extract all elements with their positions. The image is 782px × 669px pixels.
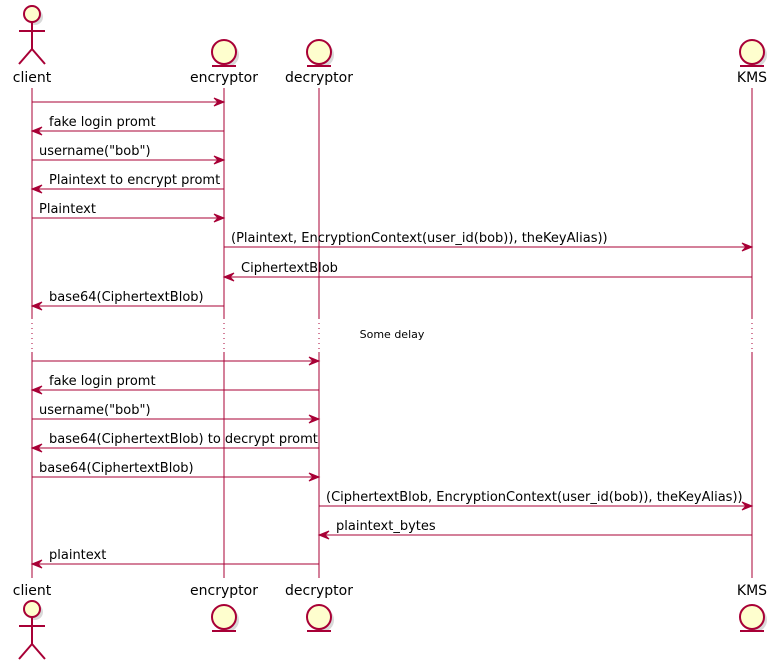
message-12: base64(CiphertextBlob) to decrypt promt (30, 432, 319, 453)
message-label: CiphertextBlob (241, 261, 338, 276)
message-15: plaintext_bytes (317, 519, 752, 540)
entity-circle-icon (211, 604, 237, 630)
message-label: Plaintext (39, 202, 96, 217)
entity-circle-icon (306, 39, 332, 65)
arrowhead-icon (30, 126, 43, 136)
delay-label: Some delay (360, 328, 425, 341)
message-9 (32, 356, 321, 366)
message-label: fake login promt (49, 374, 156, 389)
participants-top: client encryptor decryptor KMS (13, 5, 767, 86)
participant-encryptor-bottom: encryptor (190, 583, 258, 632)
arrowhead-icon (308, 414, 321, 424)
message-label: username("bob") (39, 144, 151, 159)
arrowhead-icon (741, 501, 754, 511)
entity-circle-icon (306, 604, 332, 630)
arrowhead-icon (741, 242, 754, 252)
participant-label: KMS (737, 583, 767, 599)
entity-circle-icon (211, 39, 237, 65)
participant-client-top: client (13, 5, 52, 86)
participant-label: decryptor (285, 70, 353, 86)
participant-label: encryptor (190, 583, 258, 599)
message-16: plaintext (30, 548, 319, 569)
actor-head-icon (23, 600, 41, 618)
participant-label: client (13, 583, 52, 599)
message-6: (Plaintext, EncryptionContext(user_id(bo… (224, 231, 754, 252)
arrowhead-icon (30, 184, 43, 194)
participant-label: KMS (737, 70, 767, 86)
actor-body-icon (18, 617, 46, 660)
message-label: base64(CiphertextBlob) (49, 290, 204, 305)
arrowhead-icon (30, 385, 43, 395)
participant-label: encryptor (190, 70, 258, 86)
messages: fake login promt username("bob") Plaintext… (30, 97, 754, 569)
participant-client-bottom: client (13, 583, 52, 660)
actor-body-icon (18, 22, 46, 65)
arrowhead-icon (30, 301, 43, 311)
message-label: plaintext (49, 548, 106, 563)
message-label: plaintext_bytes (336, 519, 436, 534)
arrowhead-icon (213, 155, 226, 165)
message-14: (CiphertextBlob, EncryptionContext(user_… (319, 490, 754, 511)
message-11: username("bob") (32, 403, 321, 424)
message-13: base64(CiphertextBlob) (32, 461, 321, 482)
message-label: username("bob") (39, 403, 151, 418)
arrowhead-icon (30, 443, 43, 453)
participant-encryptor-top: encryptor (190, 39, 258, 86)
participant-decryptor-top: decryptor (285, 39, 353, 86)
participant-kms-bottom: KMS (737, 583, 767, 632)
participants-bottom: client encryptor decryptor KMS (13, 583, 767, 660)
entity-circle-icon (739, 604, 765, 630)
arrowhead-icon (317, 530, 330, 540)
message-10: fake login promt (30, 374, 319, 395)
message-1 (32, 97, 226, 107)
message-label: (CiphertextBlob, EncryptionContext(user_… (326, 490, 743, 505)
participant-label: client (13, 70, 52, 86)
message-label: (Plaintext, EncryptionContext(user_id(bo… (231, 231, 608, 246)
message-5: Plaintext (32, 202, 226, 223)
message-label: Plaintext to encrypt promt (49, 173, 220, 188)
message-4: Plaintext to encrypt promt (30, 173, 224, 194)
arrowhead-icon (222, 272, 235, 282)
delay-section: Some delay (360, 328, 425, 341)
message-label: base64(CiphertextBlob) to decrypt promt (49, 432, 318, 447)
arrowhead-icon (308, 472, 321, 482)
participant-decryptor-bottom: decryptor (285, 583, 353, 632)
message-label: fake login promt (49, 115, 156, 130)
arrowhead-icon (308, 356, 321, 366)
participant-label: decryptor (285, 583, 353, 599)
actor-head-icon (23, 5, 41, 23)
participant-kms-top: KMS (737, 39, 767, 86)
message-3: username("bob") (32, 144, 226, 165)
arrowhead-icon (213, 213, 226, 223)
message-7: CiphertextBlob (222, 261, 752, 282)
message-label: base64(CiphertextBlob) (39, 461, 194, 476)
arrowhead-icon (213, 97, 226, 107)
entity-circle-icon (739, 39, 765, 65)
arrowhead-icon (30, 559, 43, 569)
message-8: base64(CiphertextBlob) (30, 290, 224, 311)
message-2: fake login promt (30, 115, 224, 136)
